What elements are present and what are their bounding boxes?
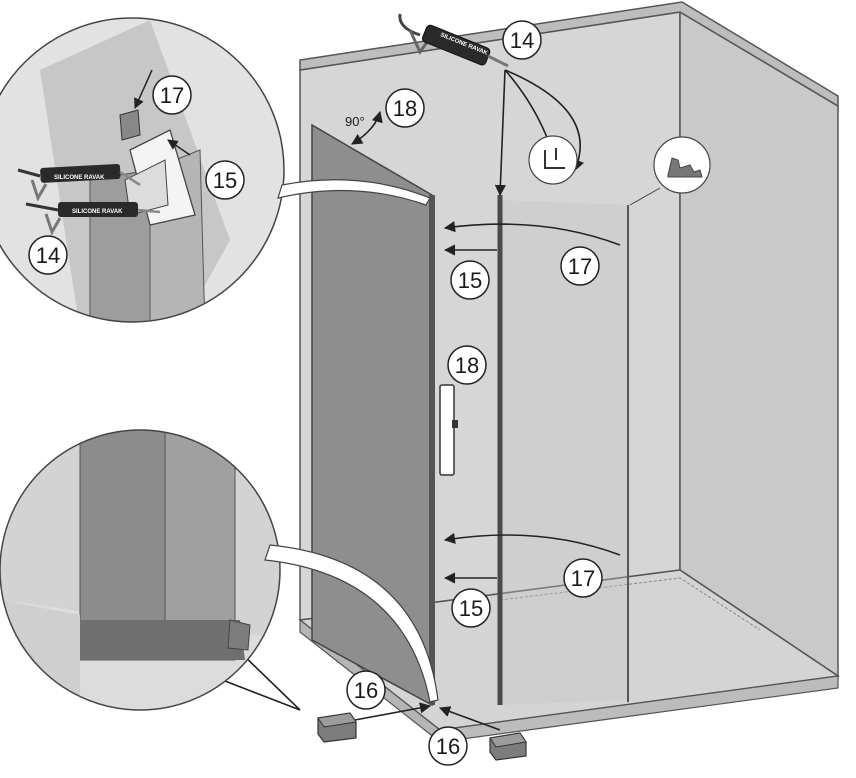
callout-17-lower: 17: [563, 558, 603, 598]
callout-14-top: 14: [502, 20, 542, 60]
callout-18-handle: 18: [447, 345, 487, 385]
gun-brand-text-upper: SILICONE RAVAK: [54, 175, 105, 181]
connector-top: [277, 179, 431, 206]
callout-17-circle-text: 17: [160, 83, 184, 108]
callout-17-upper-text: 17: [568, 254, 592, 279]
callout-16-left-text: 16: [354, 678, 378, 703]
callout-16-right: 16: [428, 726, 468, 766]
door-handle: [439, 384, 455, 476]
callout-16-right-text: 16: [436, 734, 460, 759]
door-panel: [311, 123, 458, 707]
callout-16-left: 16: [346, 670, 386, 710]
callout-15-circle: 15: [205, 160, 245, 200]
callout-14-circle: 14: [28, 235, 68, 275]
callout-17-circle: 17: [152, 75, 192, 115]
callout-17-upper: 17: [560, 246, 600, 286]
callout-15-lower-text: 15: [459, 596, 483, 621]
callout-14-circle-text: 14: [36, 243, 60, 268]
zoom-detail-top: SILICONE RAVAK SILICONE RAVAK: [0, 17, 285, 323]
detail-bubble-wall-profile: [629, 136, 711, 206]
side-wall: [679, 10, 839, 678]
callout-15-upper: 15: [450, 260, 490, 300]
callout-15-lower: 15: [451, 588, 491, 628]
callout-15-upper-text: 15: [458, 268, 482, 293]
detail-bubble-profile: [528, 135, 578, 185]
angle-label: 90°: [345, 114, 365, 129]
callout-17-lower-text: 17: [571, 566, 595, 591]
callout-14-top-text: 14: [510, 28, 534, 53]
gun-brand-text-lower: SILICONE RAVAK: [72, 209, 123, 215]
door-feet: [317, 712, 527, 761]
callout-18-top: 18: [385, 88, 425, 128]
connector-bottom: [264, 544, 439, 703]
callout-18-top-text: 18: [393, 96, 417, 121]
zoom-detail-bottom: [0, 429, 281, 711]
callout-18-handle-text: 18: [455, 353, 479, 378]
callout-15-circle-text: 15: [213, 168, 237, 193]
